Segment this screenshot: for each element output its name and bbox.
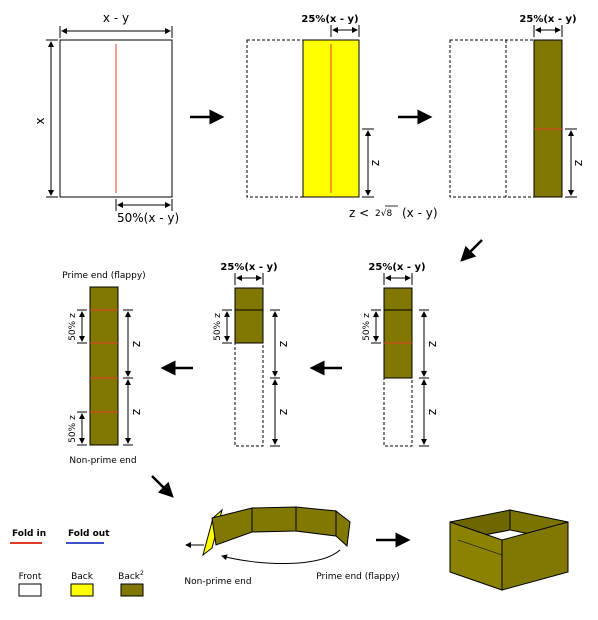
arrow-step6-7	[151, 475, 174, 498]
step6-panel: Prime end (flappy) 50% z 50% z z z Non-p…	[62, 271, 145, 466]
strip-segment-3	[251, 506, 297, 533]
legend-fold-out-label: Fold out	[68, 529, 110, 539]
label-z-upper: z	[129, 341, 143, 347]
label-non-prime-end: Non-prime end	[184, 577, 251, 587]
step4-panel: 25%(x - y) 50% z z z	[362, 262, 439, 447]
folded-strip-olive	[383, 287, 413, 379]
arrow-step3-4	[460, 239, 483, 262]
legend-front-label: Front	[19, 572, 42, 582]
legend-back2-swatch	[120, 583, 144, 597]
box-front-right-wall	[501, 521, 569, 591]
legend-back2-label: Back2	[118, 570, 144, 582]
label-x: x	[33, 117, 47, 124]
condition-label: z < 2√8 (x - y)	[349, 205, 438, 220]
legend-back-swatch	[70, 583, 94, 597]
label-quarter: 25%(x - y)	[301, 14, 358, 25]
label-half-x-minus-y: 50%(x - y)	[117, 211, 179, 225]
condition-prefix: z <	[349, 206, 369, 220]
label-quarter: 25%(x - y)	[220, 262, 277, 273]
label-prime-end: Prime end (flappy)	[316, 572, 399, 582]
long-strip-olive	[89, 286, 119, 446]
condition-root: 2√8	[375, 208, 392, 219]
legend-front-swatch	[18, 583, 42, 597]
legend: Fold in Fold out Front Back Back2	[10, 529, 144, 597]
strip-segment-4	[295, 506, 337, 537]
label-z-upper: z	[425, 341, 439, 347]
step2-panel: 25%(x - y) z z < 2√8 (x - y)	[246, 14, 438, 220]
folded-strip-olive	[533, 39, 563, 198]
label-half-z: 50% z	[362, 313, 372, 341]
finished-box	[449, 509, 569, 591]
strip-segment-5	[335, 509, 351, 548]
label-z: z	[571, 160, 585, 166]
step7-panel: Non-prime end Prime end (flappy)	[184, 506, 400, 587]
step1-panel: x - y x 50%(x - y)	[33, 11, 179, 225]
step3-panel: 25%(x - y) z	[449, 14, 585, 198]
label-prime-end: Prime end (flappy)	[62, 271, 145, 281]
box-edge	[457, 539, 503, 556]
folded-strip-olive	[234, 287, 264, 344]
label-quarter: 25%(x - y)	[368, 262, 425, 273]
label-half-z-upper: 50% z	[68, 313, 78, 341]
curve-arrow	[221, 549, 341, 564]
label-half-z: 50% z	[213, 313, 223, 341]
label-z-lower: z	[129, 409, 143, 415]
label-z: z	[368, 160, 382, 166]
label-z-lower: z	[425, 409, 439, 415]
legend-back-label: Back	[71, 572, 94, 582]
label-quarter: 25%(x - y)	[519, 14, 576, 25]
condition-suffix: (x - y)	[402, 206, 438, 220]
strip-dashed	[234, 287, 264, 447]
label-x-minus-y: x - y	[103, 11, 129, 25]
label-half-z-lower: 50% z	[68, 415, 78, 443]
label-z-upper: z	[276, 341, 290, 347]
label-non-prime-end: Non-prime end	[69, 456, 136, 466]
label-z-lower: z	[276, 409, 290, 415]
step5-panel: 25%(x - y) 50% z z z	[213, 262, 290, 447]
legend-fold-in-label: Fold in	[12, 529, 46, 539]
